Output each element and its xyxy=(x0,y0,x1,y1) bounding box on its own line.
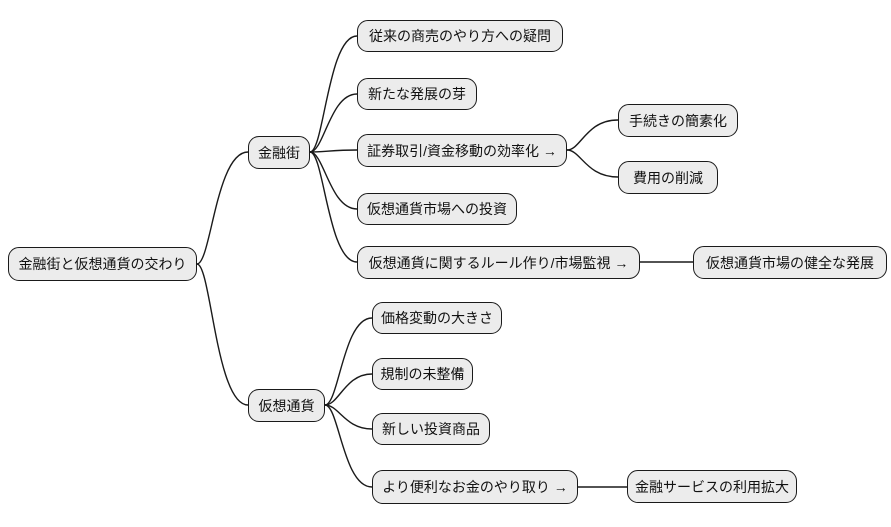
node-unregulated-label: 規制の未整備 xyxy=(380,366,465,382)
node-root[interactable]: 金融街と仮想通貨の交わり xyxy=(8,247,197,281)
edge-root-finance-district xyxy=(196,151,249,265)
node-new-investment-product[interactable]: 新しい投資商品 xyxy=(372,413,490,445)
node-price-volatility-label: 価格変動の大きさ xyxy=(381,310,493,326)
edge-crypto-price-volatility xyxy=(324,317,373,406)
edge-crypto-convenient-money xyxy=(324,404,373,488)
node-new-growth[interactable]: 新たな発展の芽 xyxy=(357,78,477,110)
edge-finance-rulemaking xyxy=(309,151,358,263)
node-crypto[interactable]: 仮想通貨 xyxy=(248,389,325,422)
edge-efficiency-cost-reduction xyxy=(566,149,619,178)
node-finance-district[interactable]: 金融街 xyxy=(248,136,310,169)
node-rulemaking-surveillance-label: 仮想通貨に関するルール作り/市場監視 → xyxy=(368,254,629,271)
node-new-growth-label: 新たな発展の芽 xyxy=(368,86,466,102)
node-simplify-procedures[interactable]: 手続きの簡素化 xyxy=(618,104,738,137)
node-simplify-procedures-label: 手続きの簡素化 xyxy=(629,112,727,129)
node-convenient-money-exchange-label: より便利なお金のやり取り → xyxy=(382,479,568,495)
node-efficiency-label: 証券取引/資金移動の効率化 → xyxy=(367,142,557,159)
node-invest-crypto-market[interactable]: 仮想通貨市場への投資 xyxy=(357,193,517,225)
node-doubt-traditional-label: 従来の商売のやり方への疑問 xyxy=(369,28,551,44)
node-root-label: 金融街と仮想通貨の交わり xyxy=(18,256,187,272)
node-finance-district-label: 金融街 xyxy=(258,144,300,161)
node-expand-financial-services-label: 金融サービスの利用拡大 xyxy=(635,478,789,495)
edge-finance-doubt-traditional xyxy=(309,35,358,153)
node-efficiency[interactable]: 証券取引/資金移動の効率化 → xyxy=(357,134,567,167)
edge-crypto-new-investment-product xyxy=(324,404,373,430)
node-rulemaking-surveillance[interactable]: 仮想通貨に関するルール作り/市場監視 → xyxy=(357,246,640,279)
node-convenient-money-exchange[interactable]: より便利なお金のやり取り → xyxy=(372,470,578,504)
edge-crypto-unregulated xyxy=(324,373,373,406)
edge-finance-efficiency xyxy=(309,149,358,153)
node-expand-financial-services[interactable]: 金融サービスの利用拡大 xyxy=(627,470,797,503)
edge-root-crypto xyxy=(196,263,249,406)
edge-finance-invest-crypto-market xyxy=(309,151,358,210)
node-invest-crypto-market-label: 仮想通貨市場への投資 xyxy=(367,201,507,217)
node-healthy-development-label: 仮想通貨市場の健全な発展 xyxy=(706,254,874,271)
node-price-volatility[interactable]: 価格変動の大きさ xyxy=(372,302,502,334)
node-new-investment-product-label: 新しい投資商品 xyxy=(382,421,480,437)
node-doubt-traditional[interactable]: 従来の商売のやり方への疑問 xyxy=(357,20,563,52)
node-healthy-development[interactable]: 仮想通貨市場の健全な発展 xyxy=(693,246,887,279)
edge-efficiency-simplify xyxy=(566,119,619,151)
node-cost-reduction-label: 費用の削減 xyxy=(633,169,703,186)
edge-finance-new-growth xyxy=(309,93,358,153)
node-unregulated[interactable]: 規制の未整備 xyxy=(372,358,473,390)
node-cost-reduction[interactable]: 費用の削減 xyxy=(618,161,718,194)
node-crypto-label: 仮想通貨 xyxy=(258,397,315,414)
